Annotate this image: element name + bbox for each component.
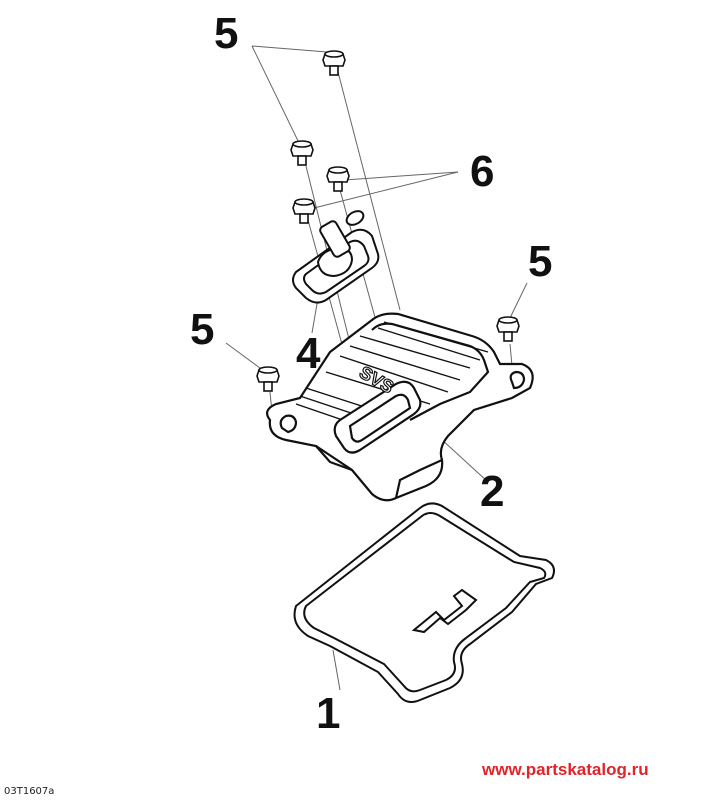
- leader-5-top-b: [251, 45, 301, 146]
- callout-1: 1: [316, 689, 340, 738]
- bolt-icon: [292, 198, 316, 224]
- bolt-icon: [256, 366, 280, 392]
- leader-6-a: [343, 171, 459, 181]
- bolt-axis-1: [337, 71, 401, 311]
- callout-2: 2: [480, 467, 504, 516]
- callout-5-right: 5: [528, 237, 552, 286]
- leader-5-left: [225, 342, 261, 369]
- bolt-axis-5: [509, 343, 513, 367]
- callout-4: 4: [296, 329, 321, 378]
- bolt-icon: [322, 50, 346, 76]
- leader-5-top-a: [251, 45, 328, 53]
- bolt-icon: [326, 166, 350, 192]
- leader-5-right: [509, 282, 528, 319]
- drawing-code: 03T1607a: [4, 786, 55, 797]
- callout-5-left: 5: [190, 305, 214, 354]
- valve-cover-part: SVS: [266, 312, 534, 502]
- callout-labels: 5 6 5 5 4 2 1: [190, 9, 552, 738]
- callout-6: 6: [470, 147, 494, 196]
- bolt-group: [256, 50, 520, 392]
- leader-1: [332, 649, 341, 691]
- breather-cap-part: [292, 210, 380, 304]
- bolt-icon: [496, 316, 520, 342]
- leader-6-b: [305, 171, 459, 211]
- leader-4: [311, 297, 319, 334]
- gasket-part: [293, 502, 555, 703]
- callout-5-top: 5: [214, 9, 238, 58]
- leader-2: [439, 437, 489, 483]
- bolt-icon: [290, 140, 314, 166]
- watermark-text: www.partskatalog.ru: [482, 760, 649, 779]
